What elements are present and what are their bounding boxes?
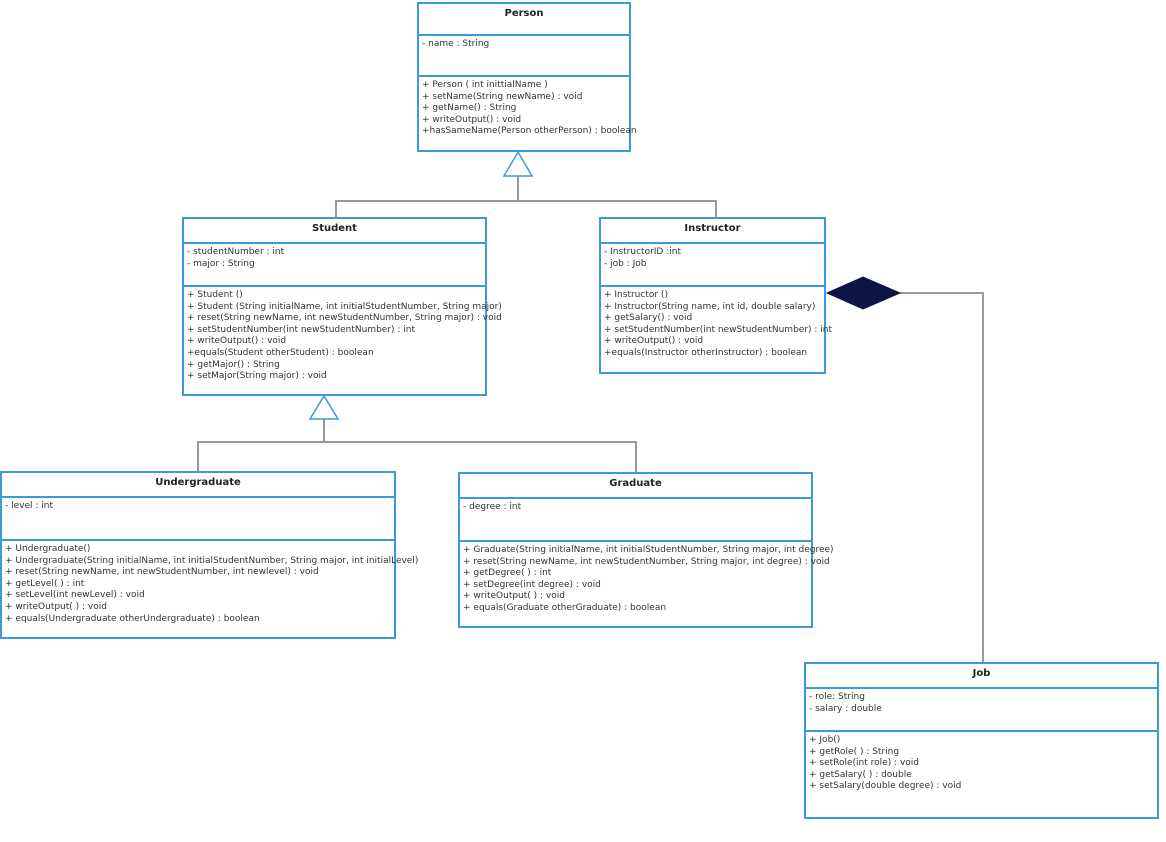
class-attributes: - studentNumber : int - major : String bbox=[184, 244, 485, 287]
attribute: - salary : double bbox=[809, 703, 882, 714]
attribute: - name : String bbox=[422, 39, 490, 49]
inheritance-line-student-person bbox=[335, 176, 519, 217]
operation: +equals(Instructor otherInstructor) : bo… bbox=[604, 347, 808, 358]
class-attributes: - level : int bbox=[2, 498, 394, 541]
operation: + setSalary(double degree) : void bbox=[809, 781, 962, 792]
class-name: Person bbox=[419, 4, 629, 36]
class-job[interactable]: Job - role: String - salary : double + J… bbox=[804, 662, 1159, 819]
class-attributes: - name : String bbox=[419, 36, 629, 77]
attribute: - studentNumber : int bbox=[187, 247, 285, 257]
operation: +equals(Student otherStudent) : boolean bbox=[187, 347, 374, 358]
class-name: Graduate bbox=[460, 474, 811, 499]
operation: + setRole(int role) : void bbox=[809, 758, 920, 769]
operation: + Undergraduate(String initialName, int … bbox=[5, 555, 419, 566]
class-undergraduate[interactable]: Undergraduate - level : int + Undergradu… bbox=[0, 471, 419, 639]
composition-line-instructor-job bbox=[900, 292, 984, 662]
class-instructor[interactable]: Instructor - InstructorID :int - job : J… bbox=[599, 217, 833, 374]
operation: + writeOutput() : void bbox=[604, 336, 704, 347]
composition-diamond-instructor-job bbox=[825, 276, 902, 310]
inheritance-arrow-student bbox=[308, 394, 340, 420]
operation: + getName() : String bbox=[422, 103, 517, 114]
operation: + reset(String newName, int newStudentNu… bbox=[5, 567, 319, 578]
class-operations: + Graduate(String initialName, int initi… bbox=[460, 542, 834, 615]
class-name: Student bbox=[184, 219, 485, 244]
operation: + getRole( ) : String bbox=[809, 746, 900, 757]
class-operations: + Undergraduate() + Undergraduate(String… bbox=[2, 541, 419, 625]
operation: + Instructor () bbox=[604, 290, 668, 300]
class-student[interactable]: Student - studentNumber : int - major : … bbox=[182, 217, 502, 396]
operation: + getDegree( ) : int bbox=[463, 568, 552, 579]
operation: +hasSameName(Person otherPerson) : boole… bbox=[422, 126, 637, 137]
class-operations: + Person ( int inittialName ) + setName(… bbox=[419, 77, 637, 138]
operation: + setMajor(String major) : void bbox=[187, 371, 327, 382]
operation: + Person ( int inittialName ) bbox=[422, 80, 548, 90]
class-person[interactable]: Person - name : String + Person ( int in… bbox=[417, 2, 637, 152]
operation: + getLevel( ) : int bbox=[5, 578, 85, 589]
attribute: - InstructorID :int bbox=[604, 247, 681, 257]
class-name: Undergraduate bbox=[2, 473, 394, 498]
class-operations: + Instructor () + Instructor(String name… bbox=[601, 287, 833, 360]
operation: + getMajor() : String bbox=[187, 359, 280, 370]
class-name: Job bbox=[806, 664, 1157, 689]
inheritance-line-undergraduate-student bbox=[197, 419, 325, 471]
attribute: - degree : int bbox=[463, 502, 522, 512]
class-graduate[interactable]: Graduate - degree : int + Graduate(Strin… bbox=[458, 472, 834, 628]
operation: + writeOutput() : void bbox=[187, 336, 287, 347]
operation: + setDegree(int degree) : void bbox=[463, 579, 601, 590]
operation: + Student () bbox=[187, 290, 243, 300]
class-name: Instructor bbox=[601, 219, 824, 244]
operation: + Instructor(String name, int id, double… bbox=[604, 301, 816, 312]
class-attributes: - InstructorID :int - job : Job bbox=[601, 244, 824, 287]
inheritance-line-graduate-student bbox=[324, 441, 637, 472]
attribute: - major : String bbox=[187, 258, 255, 269]
operation: + Graduate(String initialName, int initi… bbox=[463, 545, 834, 555]
inheritance-line-instructor-person bbox=[518, 200, 717, 217]
operation: + getSalary() : void bbox=[604, 313, 693, 324]
inheritance-arrow-person bbox=[502, 150, 534, 177]
operation: + setStudentNumber(int newStudentNumber)… bbox=[604, 324, 833, 335]
operation: + Job() bbox=[809, 735, 841, 745]
attribute: - job : Job bbox=[604, 258, 647, 269]
operation: + writeOutput( ) : void bbox=[463, 591, 565, 602]
attribute: - level : int bbox=[5, 501, 53, 511]
class-operations: + Job() + getRole( ) : String + setRole(… bbox=[806, 732, 1157, 793]
class-operations: + Student () + Student (String initialNa… bbox=[184, 287, 502, 383]
operation: + writeOutput( ) : void bbox=[5, 601, 107, 612]
attribute: - role: String bbox=[809, 692, 865, 702]
operation: + setStudentNumber(int newStudentNumber)… bbox=[187, 324, 416, 335]
operation: + setLevel(int newLevel) : void bbox=[5, 590, 145, 601]
class-attributes: - degree : int bbox=[460, 499, 811, 542]
operation: + writeOutput() : void bbox=[422, 114, 522, 125]
operation: + reset(String newName, int newStudentNu… bbox=[463, 556, 830, 567]
operation: + getSalary( ) : double bbox=[809, 769, 912, 780]
operation: + equals(Graduate otherGraduate) : boole… bbox=[463, 602, 667, 613]
operation: + Student (String initialName, int initi… bbox=[187, 301, 502, 312]
operation: + reset(String newName, int newStudentNu… bbox=[187, 313, 502, 324]
operation: + setName(String newName) : void bbox=[422, 91, 583, 102]
class-attributes: - role: String - salary : double bbox=[806, 689, 1157, 732]
operation: + equals(Undergraduate otherUndergraduat… bbox=[5, 613, 260, 624]
operation: + Undergraduate() bbox=[5, 544, 91, 554]
